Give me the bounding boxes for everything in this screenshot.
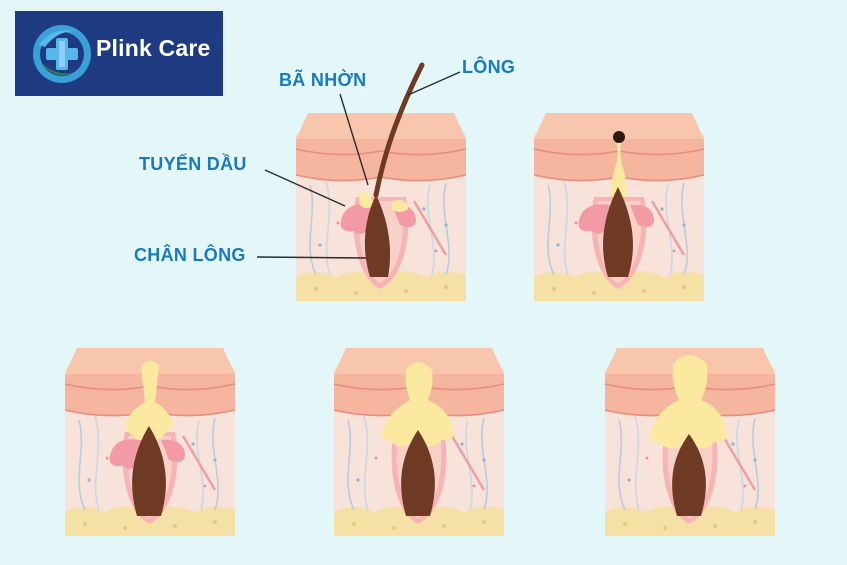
stage-1-panel [294, 62, 468, 303]
label-oil-gland: TUYẾN DẦU [139, 154, 247, 174]
label-follicle: CHÂN LÔNG [134, 245, 246, 265]
medical-cross-icon [33, 25, 91, 83]
stage-4-panel [332, 346, 506, 538]
brand-name: Plink Care [96, 35, 211, 61]
stage-2-panel [532, 111, 706, 303]
stage-5-panel [603, 346, 777, 538]
label-hair: LÔNG [462, 57, 516, 77]
label-leader-lines [256, 71, 461, 259]
label-sebum: BÃ NHỜN [279, 70, 367, 90]
stage-3-panel [63, 346, 237, 538]
plink-care-logo: Plink Care [15, 11, 223, 96]
